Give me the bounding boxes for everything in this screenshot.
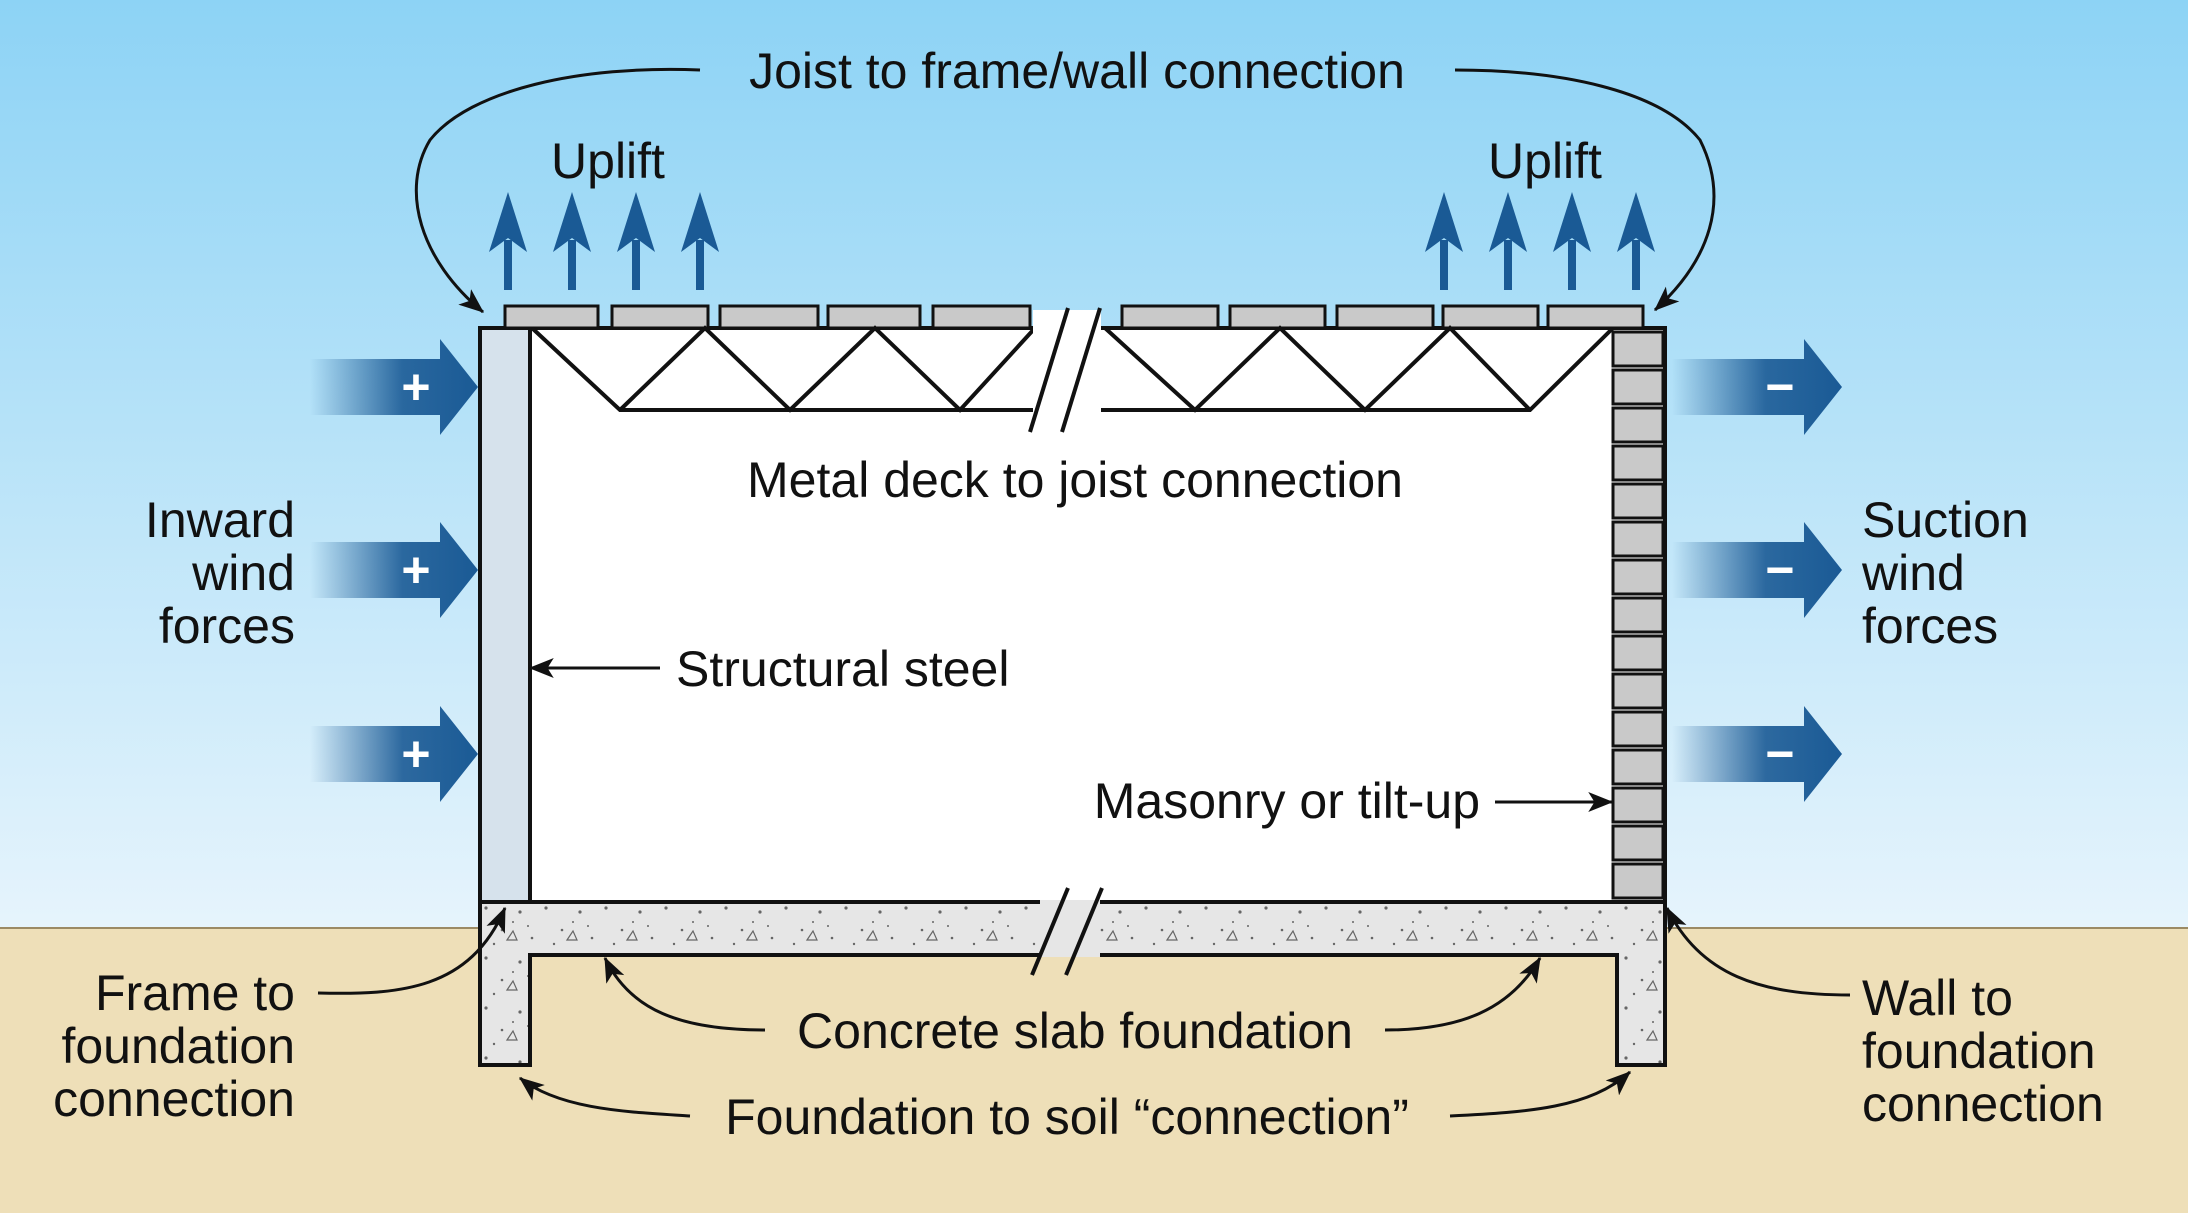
masonry-wall [1611, 330, 1665, 900]
masonry-block [1611, 406, 1665, 444]
masonry-block [1611, 672, 1665, 710]
suction-label-line3: forces [1862, 598, 1998, 654]
masonry-block [1611, 520, 1665, 558]
deck-plate [1335, 304, 1435, 330]
suction-wind-arrow-icon: − [1672, 522, 1842, 618]
inward-wind-arrow-icon: + [310, 706, 478, 802]
up-arrow-icon [617, 192, 655, 290]
deck-plate [931, 304, 1032, 330]
deck-plate [1228, 304, 1327, 330]
leader-lines [317, 67, 1851, 1118]
inward-wind-arrow-icon: + [310, 522, 478, 618]
roof-joist-truss [530, 325, 1615, 413]
masonry-block [1611, 634, 1665, 672]
wall-to-foundation-line3: connection [1862, 1076, 2104, 1132]
suction-wind-arrow-icon: − [1672, 339, 1842, 435]
inward-label-line3: forces [159, 598, 295, 654]
wind-sign: + [401, 542, 430, 598]
structural-steel-column [478, 326, 532, 904]
masonry-block [1611, 558, 1665, 596]
inward-wind-arrow-icon: + [310, 339, 478, 435]
suction-wind-arrow-icon: − [1672, 706, 1842, 802]
up-arrow-icon [1425, 192, 1463, 290]
deck-plate [610, 304, 710, 330]
frame-to-foundation-line1: Frame to [95, 965, 295, 1021]
uplift-arrows [489, 192, 1655, 290]
up-arrow-icon [553, 192, 591, 290]
masonry-block [1611, 482, 1665, 520]
metal-deck [503, 304, 1645, 330]
up-arrow-icon [1489, 192, 1527, 290]
suction-label-line1: Suction [1862, 492, 2029, 548]
uplift-right-label: Uplift [1488, 133, 1602, 189]
concrete-slab-label: Concrete slab foundation [797, 1003, 1353, 1059]
up-arrow-icon [1553, 192, 1591, 290]
wind-arrows: + + + − − − [310, 339, 1842, 802]
inward-label-line2: wind [191, 545, 295, 601]
wind-sign: − [1765, 542, 1794, 598]
masonry-label: Masonry or tilt-up [1094, 773, 1480, 829]
suction-label-line2: wind [1861, 545, 1965, 601]
up-arrow-icon [1617, 192, 1655, 290]
up-arrow-icon [681, 192, 719, 290]
slab-break-symbol [1030, 887, 1104, 976]
masonry-block [1611, 444, 1665, 482]
foundation-to-soil-label: Foundation to soil “connection” [725, 1089, 1409, 1145]
masonry-block [1611, 748, 1665, 786]
masonry-block [1611, 786, 1665, 824]
wind-sign: − [1765, 359, 1794, 415]
joist-to-frame-label: Joist to frame/wall connection [749, 43, 1405, 99]
masonry-block [1611, 862, 1665, 900]
deck-plate [826, 304, 922, 330]
deck-plate [503, 304, 600, 330]
frame-to-foundation-line3: connection [53, 1071, 295, 1127]
masonry-block [1611, 368, 1665, 406]
masonry-block [1611, 330, 1665, 368]
uplift-left-label: Uplift [551, 133, 665, 189]
structural-steel-label: Structural steel [676, 641, 1009, 697]
masonry-block [1611, 824, 1665, 862]
wall-to-foundation-line1: Wall to [1862, 970, 2013, 1026]
metal-deck-label: Metal deck to joist connection [747, 452, 1403, 508]
wall-to-foundation-line2: foundation [1862, 1023, 2096, 1079]
roof-break-symbol [1028, 307, 1102, 433]
wind-sign: + [401, 359, 430, 415]
deck-plate [1546, 304, 1645, 330]
soil-background [0, 928, 2188, 1213]
wind-sign: − [1765, 726, 1794, 782]
deck-plate [1120, 304, 1220, 330]
up-arrow-icon [489, 192, 527, 290]
frame-to-foundation-line2: foundation [61, 1018, 295, 1074]
wind-sign: + [401, 726, 430, 782]
deck-plate [1441, 304, 1540, 330]
masonry-block [1611, 596, 1665, 634]
deck-plate [718, 304, 820, 330]
masonry-block [1611, 710, 1665, 748]
concrete-slab-foundation [478, 900, 1667, 1067]
inward-label-line1: Inward [145, 492, 295, 548]
